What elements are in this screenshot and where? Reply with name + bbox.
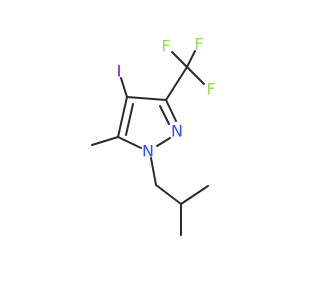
- bond-cf3-f2: [186, 50, 196, 68]
- atom-fluorine-right: F: [206, 80, 215, 99]
- bond-cf3-f1: [171, 51, 188, 68]
- bond-n2-n1: [156, 137, 171, 147]
- bond-n1-c5: [117, 136, 142, 149]
- bond-c4-c5-inner: [125, 103, 134, 136]
- atom-fluorine-top-left: F: [161, 37, 170, 56]
- bond-c3-n2-inner: [159, 105, 170, 125]
- bond-c4-c5: [117, 96, 128, 138]
- bond-c5-methyl: [91, 136, 119, 146]
- bond-ch2-ch: [155, 184, 182, 205]
- bond-c4-c3: [126, 96, 167, 101]
- bond-cf3-f3: [186, 66, 205, 85]
- bond-c3-n2: [165, 99, 177, 122]
- bonds: [91, 50, 209, 236]
- atom-nitrogen-2: N: [171, 122, 183, 141]
- atom-labels: I F F F N N: [117, 35, 216, 161]
- atom-fluorine-top-right: F: [194, 35, 203, 54]
- bond-n1-ch2: [150, 157, 157, 186]
- molecule-canvas: I F F F N N: [91, 35, 216, 236]
- atom-nitrogen-1: N: [142, 142, 154, 161]
- molecule-structure: I F F F N N: [91, 35, 216, 236]
- bond-c4-iodine: [120, 77, 128, 98]
- bond-c3-cf3: [165, 66, 188, 101]
- bond-ch-methyl-a: [180, 185, 209, 205]
- atom-iodine: I: [117, 62, 122, 81]
